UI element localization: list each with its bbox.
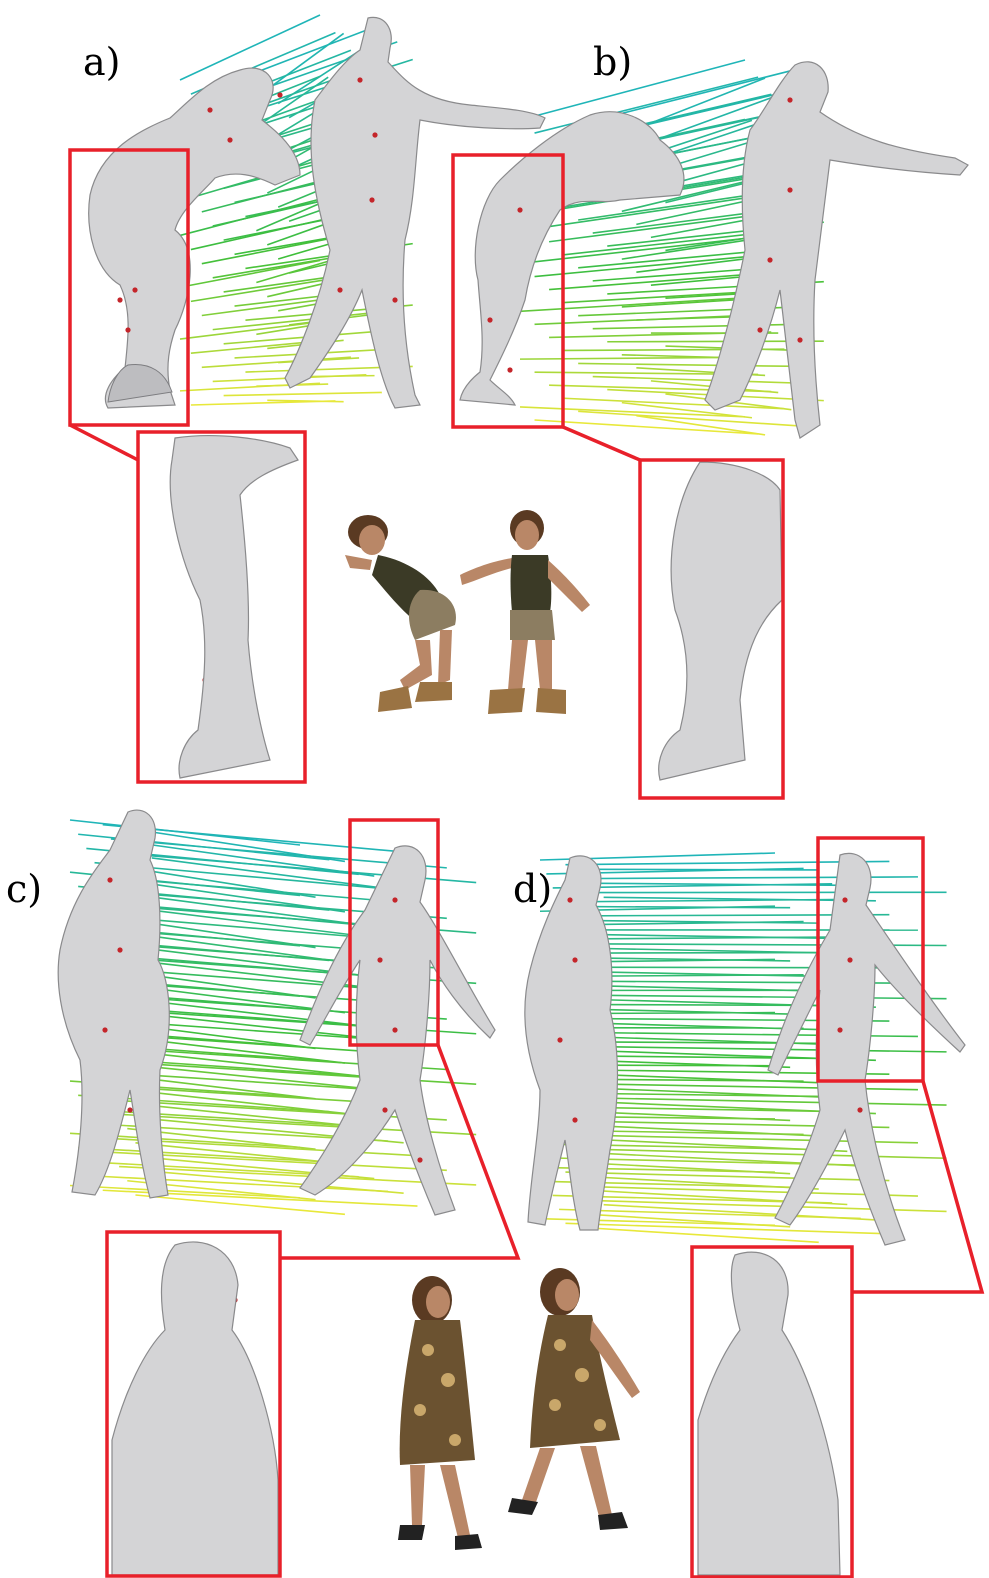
correspondence-line bbox=[535, 315, 759, 324]
correspondence-line bbox=[549, 213, 771, 242]
correspondence-line bbox=[180, 322, 320, 339]
keypoint-marker bbox=[767, 257, 772, 262]
correspondence-line bbox=[565, 1223, 889, 1233]
correspondence-line bbox=[578, 1046, 946, 1052]
correspondence-line bbox=[191, 401, 336, 405]
keypoint-marker bbox=[207, 107, 212, 112]
correspondence-line bbox=[578, 995, 946, 999]
keypoint-marker bbox=[277, 92, 282, 97]
correspondence-line bbox=[565, 1172, 889, 1181]
keypoint-marker bbox=[132, 287, 137, 292]
correspondence-line bbox=[578, 1149, 946, 1158]
keypoint-marker bbox=[392, 297, 397, 302]
panel-c-source-mesh bbox=[58, 810, 169, 1198]
keypoint-marker bbox=[842, 897, 847, 902]
keypoint-marker bbox=[117, 297, 122, 302]
zoom-link-b bbox=[563, 427, 640, 460]
keypoint-marker bbox=[392, 1027, 397, 1032]
keypoint-marker bbox=[572, 1117, 577, 1122]
panel-label-d: d) bbox=[513, 867, 552, 911]
keypoint-marker bbox=[369, 197, 374, 202]
keypoint-marker bbox=[127, 1107, 132, 1112]
keypoint-marker bbox=[382, 1107, 387, 1112]
keypoint-marker bbox=[787, 187, 792, 192]
keypoint-marker bbox=[227, 137, 232, 142]
keypoint-marker bbox=[392, 897, 397, 902]
keypoint-marker bbox=[517, 207, 522, 212]
keypoint-marker bbox=[507, 367, 512, 372]
correspondence-line bbox=[520, 298, 745, 311]
correspondence-line bbox=[535, 420, 759, 434]
correspondence-line bbox=[191, 217, 336, 250]
keypoint-marker bbox=[117, 947, 122, 952]
correspondence-line bbox=[224, 392, 382, 395]
panel-b-target-mesh bbox=[705, 62, 968, 438]
panel-label-c: c) bbox=[6, 867, 42, 911]
correspondence-line bbox=[202, 357, 351, 367]
keypoint-marker bbox=[417, 1157, 422, 1162]
panel-d-source-mesh bbox=[525, 856, 618, 1230]
zoom-link-a bbox=[70, 425, 138, 460]
correspondence-line bbox=[593, 324, 811, 329]
keypoint-marker bbox=[797, 337, 802, 342]
keypoint-marker bbox=[487, 317, 492, 322]
keypoint-marker bbox=[757, 327, 762, 332]
correspondence-line bbox=[180, 383, 320, 391]
keypoint-marker bbox=[857, 1107, 862, 1112]
keypoint-marker bbox=[337, 287, 342, 292]
keypoint-marker bbox=[567, 897, 572, 902]
keypoint-marker bbox=[557, 1037, 562, 1042]
keypoint-marker bbox=[125, 327, 130, 332]
keypoint-marker bbox=[377, 957, 382, 962]
correspondence-line bbox=[636, 416, 765, 435]
photo-thumbnail-bottom bbox=[398, 1268, 640, 1550]
correspondence-line bbox=[593, 377, 811, 384]
correspondence-line bbox=[70, 1186, 300, 1198]
correspondence-line bbox=[520, 357, 745, 359]
keypoint-marker bbox=[837, 1027, 842, 1032]
correspondence-line bbox=[564, 398, 785, 408]
panel-label-a: a) bbox=[83, 40, 120, 84]
panel-label-b: b) bbox=[593, 40, 632, 84]
keypoint-marker bbox=[357, 77, 362, 82]
keypoint-marker bbox=[107, 877, 112, 882]
keypoint-marker bbox=[102, 1027, 107, 1032]
keypoint-marker bbox=[847, 957, 852, 962]
correspondence-line bbox=[578, 363, 797, 366]
keypoint-marker bbox=[372, 132, 377, 137]
keypoint-marker bbox=[787, 97, 792, 102]
photo-thumbnail-top bbox=[345, 510, 590, 714]
keypoint-marker bbox=[572, 957, 577, 962]
